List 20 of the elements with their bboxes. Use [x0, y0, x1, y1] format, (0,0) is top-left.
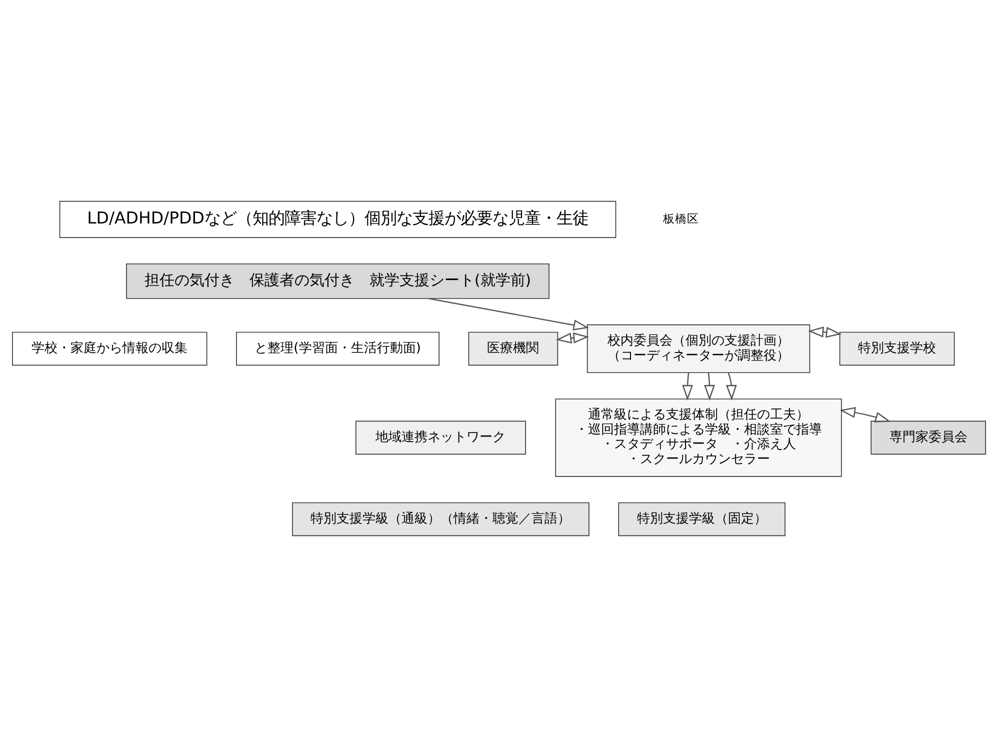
- node-box: 特別支援学校: [839, 331, 955, 366]
- arrow: [808, 326, 842, 338]
- arrow: [428, 297, 590, 330]
- node-box: 特別支援学級（固定）: [618, 502, 786, 536]
- node-box: 担任の気付き 保護者の気付き 就学支援シート(就学前): [126, 262, 550, 298]
- node-box: と整理(学習面・生活行動面): [236, 331, 440, 366]
- node-box: 専門家委員会: [870, 420, 986, 454]
- node-box: 校内委員会（個別の支援計画） （コーディネーターが調整役）: [586, 324, 810, 373]
- arrow: [682, 372, 694, 400]
- node-box: 特別支援学級（通級）（情緒・聴覚／言語）: [292, 502, 590, 536]
- node-box: 医療機関: [468, 331, 558, 366]
- node-box: 学校・家庭から情報の収集: [12, 331, 208, 366]
- node-box: 地域連携ネットワーク: [355, 420, 526, 454]
- node-box: 通常級による支援体制（担任の工夫） ・巡回指導講師による学級・相談室で指導 ・スタディサポータ ・介添え人 ・スクールカウンセラー: [555, 398, 842, 476]
- node-label: 板橋区: [663, 210, 700, 225]
- arrow: [840, 406, 891, 422]
- arrow: [704, 372, 715, 400]
- node-box: LD/ADHD/PDDなど（知的障害なし）個別な支援が必要な児童・生徒: [59, 200, 616, 238]
- arrow: [556, 332, 590, 344]
- arrow: [726, 372, 737, 400]
